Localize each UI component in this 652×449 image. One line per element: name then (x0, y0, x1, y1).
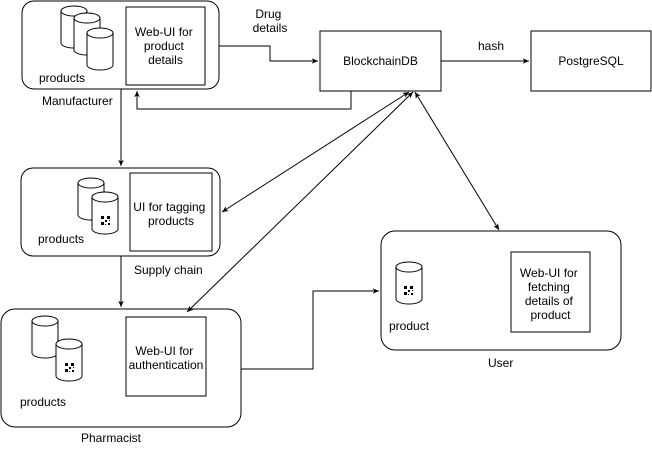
database-cylinder-icon (31, 315, 59, 359)
manufacturer-caption: Manufacturer (42, 94, 113, 108)
qr-database-cylinder-icon (395, 261, 423, 305)
supply-chain-caption: Supply chain (134, 263, 203, 277)
pharmacist-to-user-arrow (241, 288, 379, 370)
blockchain-box (319, 30, 442, 92)
postgres-node: PostgreSQL (530, 30, 652, 92)
drug-details-arrow (219, 45, 318, 64)
manufacturer-ui-box (125, 6, 206, 86)
blockchain-to-manufacturer-arrow (134, 91, 352, 110)
manufacturer-node: products Web-UI for product details Manu… (21, 0, 220, 108)
blockchain-label: BlockchainDB (343, 54, 418, 68)
drug-details-label: Drug details (253, 7, 288, 35)
user-node: product Web-UI for fetching details of p… (380, 230, 622, 370)
pharmacist-blockchain-arrow (186, 91, 414, 313)
pharmacist-ui-box (125, 316, 207, 397)
user-ui-label: Web-UI for fetching details of product (520, 266, 581, 322)
blockchain-node: BlockchainDB (319, 30, 442, 92)
manufacturer-ui-label: Web-UI for product details (135, 25, 196, 67)
qr-database-cylinder-icon (55, 338, 83, 382)
pharmacist-store-label: products (20, 395, 66, 409)
pharmacist-ui-label: Web-UI for authentication (129, 344, 204, 372)
supply-chain-blockchain-arrow (221, 91, 410, 213)
user-caption: User (488, 356, 513, 370)
database-cylinder-icon (86, 27, 114, 71)
supply-chain-store-label: products (38, 232, 84, 246)
user-ui-box (510, 251, 591, 333)
qr-database-cylinder-icon (91, 191, 119, 235)
postgres-box (530, 30, 652, 92)
pharmacist-caption: Pharmacist (81, 431, 142, 445)
hash-label: hash (478, 39, 504, 53)
postgres-label: PostgreSQL (558, 54, 624, 68)
manufacturer-store-label: products (39, 71, 85, 85)
blockchain-user-arrow (414, 91, 500, 231)
user-store-label: product (389, 319, 430, 333)
pharmacist-node: products Web-UI for authentication Pharm… (0, 308, 242, 445)
